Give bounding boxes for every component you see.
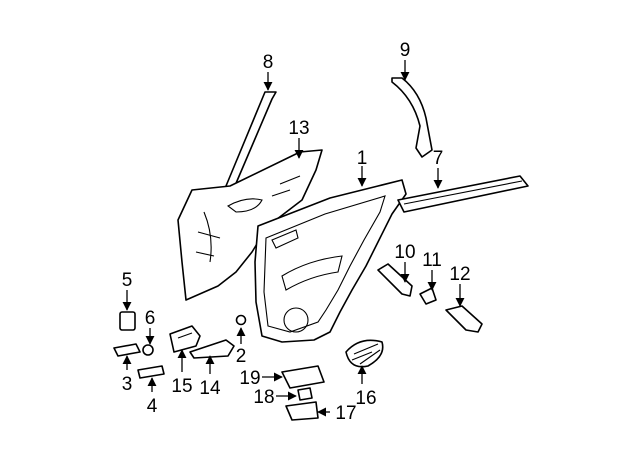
plug	[142, 344, 154, 356]
lamp-bulb	[297, 387, 313, 401]
armrest-pad	[189, 339, 235, 359]
pillar-garnish	[391, 77, 433, 158]
callout-labels: 1 2 3 4 5 6 7 8 9 10 11 12 13 14 15 16 1…	[122, 40, 471, 424]
callout-8: 8	[263, 52, 274, 73]
switch-cover	[137, 365, 165, 379]
callout-15: 15	[171, 376, 192, 397]
leader-arrows	[122, 60, 465, 417]
speaker-grille	[345, 339, 384, 368]
switch-housing	[169, 325, 201, 353]
callout-12: 12	[449, 264, 470, 285]
callout-18: 18	[253, 387, 274, 408]
escutcheon	[113, 343, 141, 357]
callout-9: 9	[400, 40, 411, 61]
callout-7: 7	[433, 148, 444, 169]
callout-13: 13	[288, 118, 309, 139]
callout-5: 5	[122, 270, 133, 291]
callout-11: 11	[422, 250, 442, 271]
callout-17: 17	[335, 403, 356, 424]
courtesy-lamp-lens	[281, 365, 325, 389]
callout-10: 10	[394, 242, 415, 263]
callout-2: 2	[236, 346, 247, 367]
callout-1: 1	[357, 148, 368, 169]
handle-bracket	[119, 311, 136, 331]
lock-garnish	[445, 305, 483, 333]
callout-19: 19	[239, 368, 260, 389]
trim-clip	[419, 287, 437, 305]
callout-6: 6	[145, 308, 156, 329]
latch-cover	[377, 263, 413, 297]
callout-4: 4	[147, 396, 158, 417]
callout-3: 3	[122, 374, 133, 395]
callout-14: 14	[199, 378, 221, 399]
callout-16: 16	[355, 388, 376, 409]
door-trim-panel	[254, 179, 407, 343]
retainer-clip	[235, 314, 247, 326]
belt-weatherstrip	[397, 175, 529, 213]
lamp-socket	[285, 401, 319, 421]
